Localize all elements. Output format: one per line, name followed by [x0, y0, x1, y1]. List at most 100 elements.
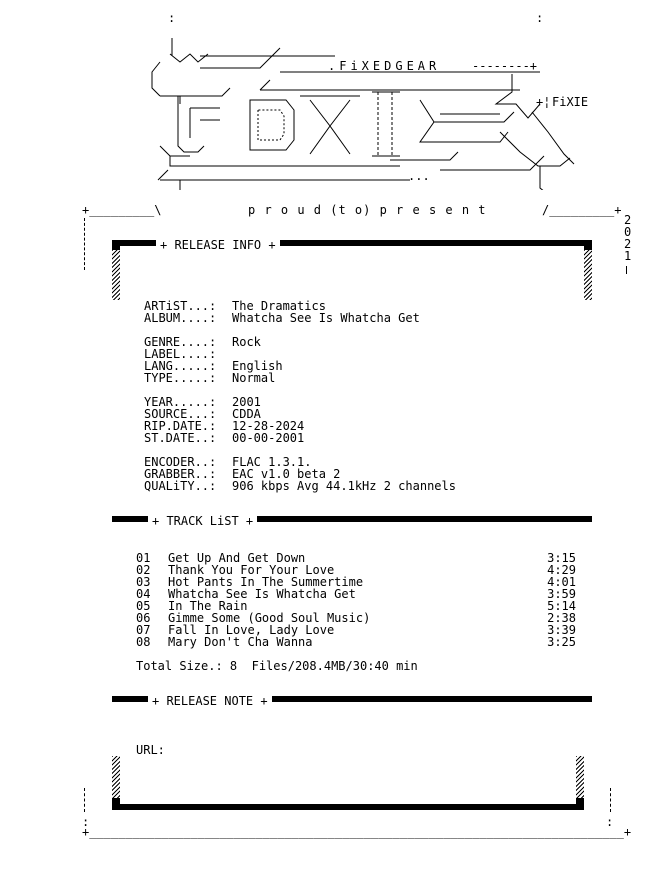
source-value: CDDA: [232, 407, 261, 421]
track-title: Mary Don't Cha Wanna: [168, 635, 313, 649]
track-duration: 3:15: [547, 551, 576, 565]
encoder-value: FLAC 1.3.1.: [232, 455, 312, 469]
bottom-bar-right-post: [576, 798, 584, 810]
st-date-row: ST.DATE..:: [144, 432, 216, 444]
outer-frame-left-dot: :: [82, 815, 90, 829]
year-digit: 0: [624, 225, 632, 239]
section-bar-left-post: [112, 240, 120, 250]
track-row: 08 Mary Don't Cha Wanna 3:25: [136, 636, 576, 648]
release-note-title: + RELEASE NOTE +: [148, 695, 272, 707]
fixie-ascii-logo: ...: [151, 38, 575, 190]
track-title: Get Up And Get Down: [168, 551, 306, 565]
lang-value: English: [232, 359, 283, 373]
field-label: ENCODER..:: [144, 455, 217, 469]
track-row: 04 Whatcha See Is Whatcha Get 3:59: [136, 588, 576, 600]
st-date-value: 00-00-2001: [232, 431, 305, 445]
field-label: LANG.....:: [144, 359, 217, 373]
section-bar: [112, 516, 592, 522]
type-row: TYPE.....:: [144, 372, 216, 384]
release-info-title: + RELEASE INFO +: [156, 239, 280, 251]
track-number: 01: [136, 551, 151, 565]
outer-frame-left-bottom: [84, 788, 86, 812]
outer-frame-left: [84, 218, 86, 270]
genre-value: Rock: [232, 335, 261, 349]
track-row: 05 In The Rain 5:14: [136, 600, 576, 612]
section-bar-right-post: [584, 240, 592, 250]
section-bar: [112, 240, 592, 246]
hatch-left: [112, 756, 120, 806]
track-list-title: + TRACK LiST +: [148, 515, 258, 527]
field-label: GRABBER..:: [144, 467, 217, 481]
hatch-right: [584, 250, 592, 300]
track-duration: 5:14: [547, 599, 576, 613]
track-number: 04: [136, 587, 151, 601]
outer-frame-bottom-line: +_______________________________________…: [82, 825, 632, 839]
field-label: RIP.DATE.:: [144, 419, 217, 433]
track-list: 01 Get Up And Get Down 3:15 02 Thank You Fo…: [0, 552, 648, 652]
field-label: LABEL....:: [144, 347, 217, 361]
track-title: Gimme Some (Good Soul Music): [168, 611, 371, 625]
grabber-value: EAC v1.0 beta 2: [232, 467, 341, 481]
track-number: 08: [136, 635, 151, 649]
outer-frame-right-bottom: [610, 788, 612, 812]
track-duration: 3:25: [547, 635, 576, 649]
track-duration: 3:39: [547, 623, 576, 637]
outer-frame-right-dot: :: [606, 815, 614, 829]
present-line: p r o u d (t o) p r e s e n t: [248, 203, 487, 217]
svg-text:...: ...: [408, 169, 430, 183]
encoder-row: ENCODER..:: [144, 456, 216, 468]
track-number: 05: [136, 599, 151, 613]
track-duration: 4:29: [547, 563, 576, 577]
field-label: ST.DATE..:: [144, 431, 217, 445]
year-digit: 2: [624, 237, 632, 251]
track-row: 02 Thank You For Your Love 4:29: [136, 564, 576, 576]
group-tag: .FiXEDGEAR: [328, 59, 441, 73]
track-row: 03 Hot Pants In The Summertime 4:01: [136, 576, 576, 588]
hatch-left: [112, 250, 120, 300]
track-number: 02: [136, 563, 151, 577]
year-digit: 1: [624, 249, 632, 263]
corner-dot-right: :: [536, 11, 544, 25]
bottom-box: +_______________________________________…: [0, 750, 648, 876]
field-label: GENRE....:: [144, 335, 217, 349]
corner-dot-left: :: [168, 11, 176, 25]
release-info-section: + RELEASE INFO +: [0, 236, 648, 496]
field-label: ARTiST...:: [144, 299, 217, 313]
track-duration: 3:59: [547, 587, 576, 601]
rip-date-value: 12-28-2024: [232, 419, 305, 433]
bottom-bar-left-post: [112, 798, 120, 810]
year-value: 2001: [232, 395, 261, 409]
ascii-logo-header: : : .FiXEDGEAR --------+ +¦ FiXIE: [0, 0, 648, 230]
section-bar: [112, 696, 592, 702]
side-tag-text: FiXIE: [552, 95, 589, 109]
album-row: ALBUM....:: [144, 312, 216, 324]
source-row: SOURCE...:: [144, 408, 216, 420]
track-duration: 4:01: [547, 575, 576, 589]
year-vertical: 2 0 2 1: [624, 214, 640, 262]
outer-frame-right: [626, 266, 628, 274]
track-row: 01 Get Up And Get Down 3:15: [136, 552, 576, 564]
year-digit: 2: [624, 213, 632, 227]
total-size: Total Size.: 8 Files/208.4MB/30:40 min: [136, 659, 418, 673]
track-title: In The Rain: [168, 599, 248, 613]
track-title: Hot Pants In The Summertime: [168, 575, 364, 589]
url-label: URL:: [136, 743, 165, 757]
album-value: Whatcha See Is Whatcha Get: [232, 311, 420, 325]
field-label: YEAR.....:: [144, 395, 217, 409]
bottom-bar: [112, 804, 584, 810]
track-title: Fall In Love, Lady Love: [168, 623, 335, 637]
track-title: Thank You For Your Love: [168, 563, 335, 577]
track-title: Whatcha See Is Whatcha Get: [168, 587, 356, 601]
frame-left-top: +_________\: [82, 203, 162, 217]
type-value: Normal: [232, 371, 276, 385]
rip-date-row: RIP.DATE.:: [144, 420, 216, 432]
track-number: 03: [136, 575, 151, 589]
release-note-header: + RELEASE NOTE +: [0, 692, 648, 708]
artist-row: ARTiST...:: [144, 300, 216, 312]
frame-right-top: /_________+: [542, 203, 622, 217]
field-label: TYPE.....:: [144, 371, 217, 385]
label-row: LABEL....:: [144, 348, 216, 360]
year-row: YEAR.....:: [144, 396, 216, 408]
